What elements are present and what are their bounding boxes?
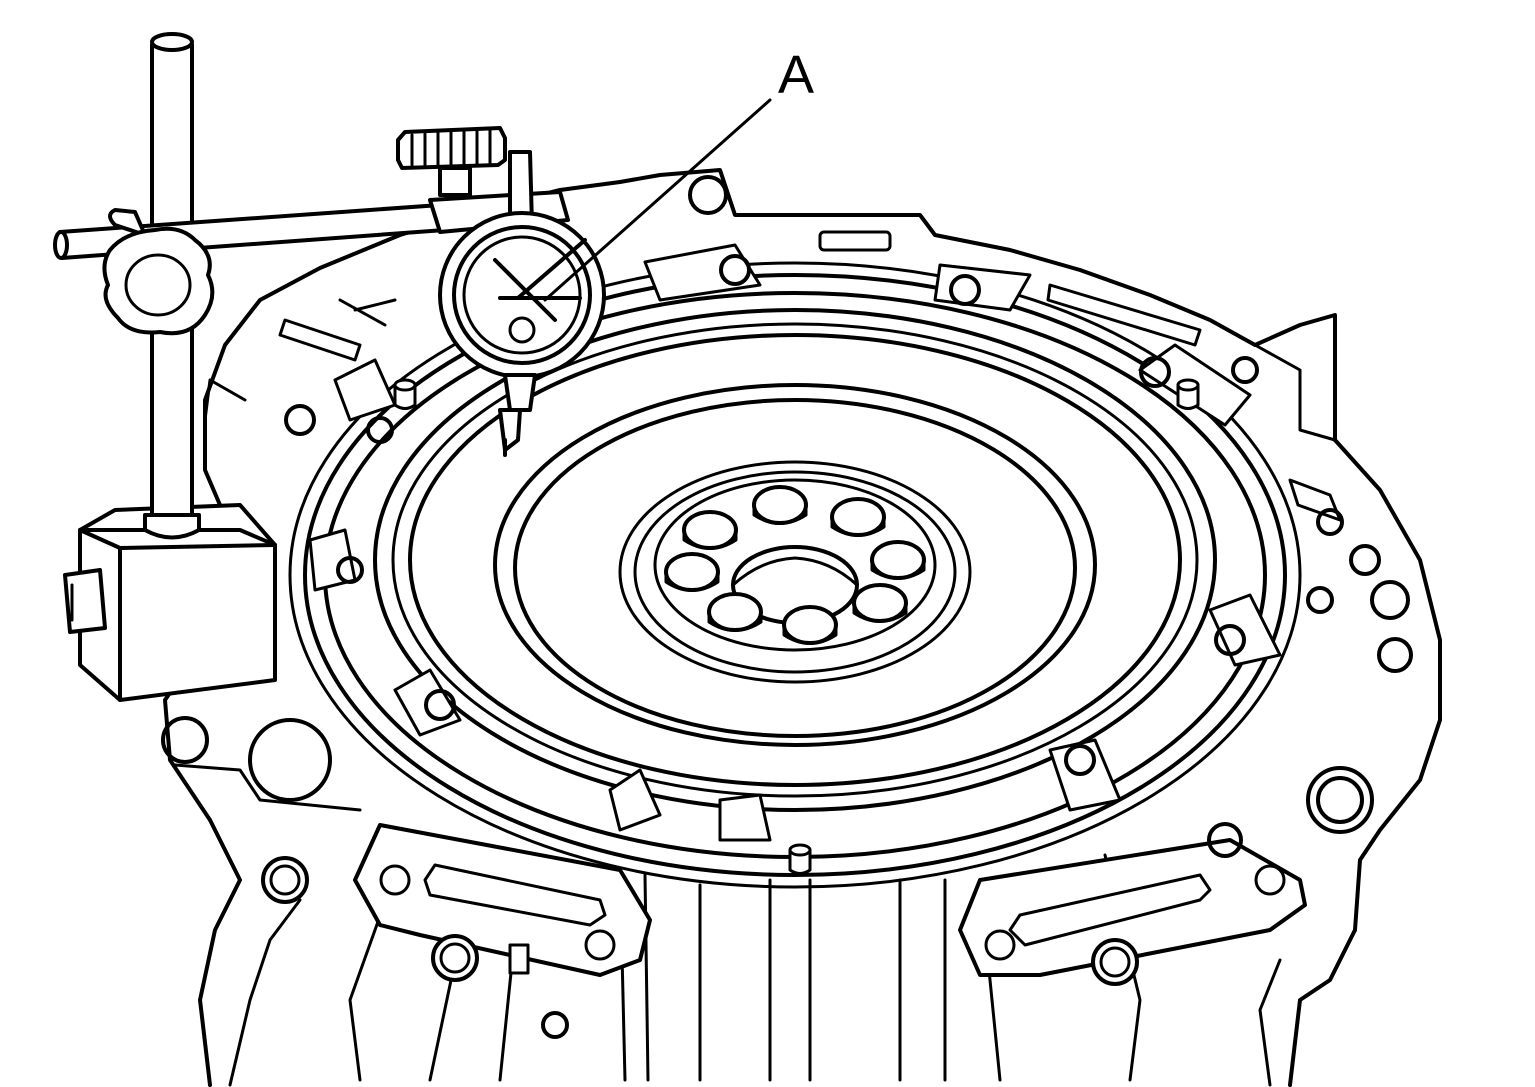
housing-bolts xyxy=(261,856,1139,986)
lower-left-bracket xyxy=(353,823,652,977)
dowel-pins xyxy=(393,378,1200,875)
housing-flange xyxy=(288,243,1302,889)
housing-bolt-holes xyxy=(161,175,1413,1039)
flywheel-icon xyxy=(408,333,1182,787)
lower-right-bracket xyxy=(958,838,1307,977)
clamp-knob-icon[interactable] xyxy=(102,208,215,336)
housing-slots xyxy=(278,230,1342,522)
magnetic-base-icon xyxy=(63,503,277,702)
dial-indicator-icon[interactable] xyxy=(396,126,606,457)
callout-label-a: A xyxy=(778,45,815,105)
flywheel-bolts xyxy=(664,485,926,645)
callout-a-leader xyxy=(543,98,772,302)
